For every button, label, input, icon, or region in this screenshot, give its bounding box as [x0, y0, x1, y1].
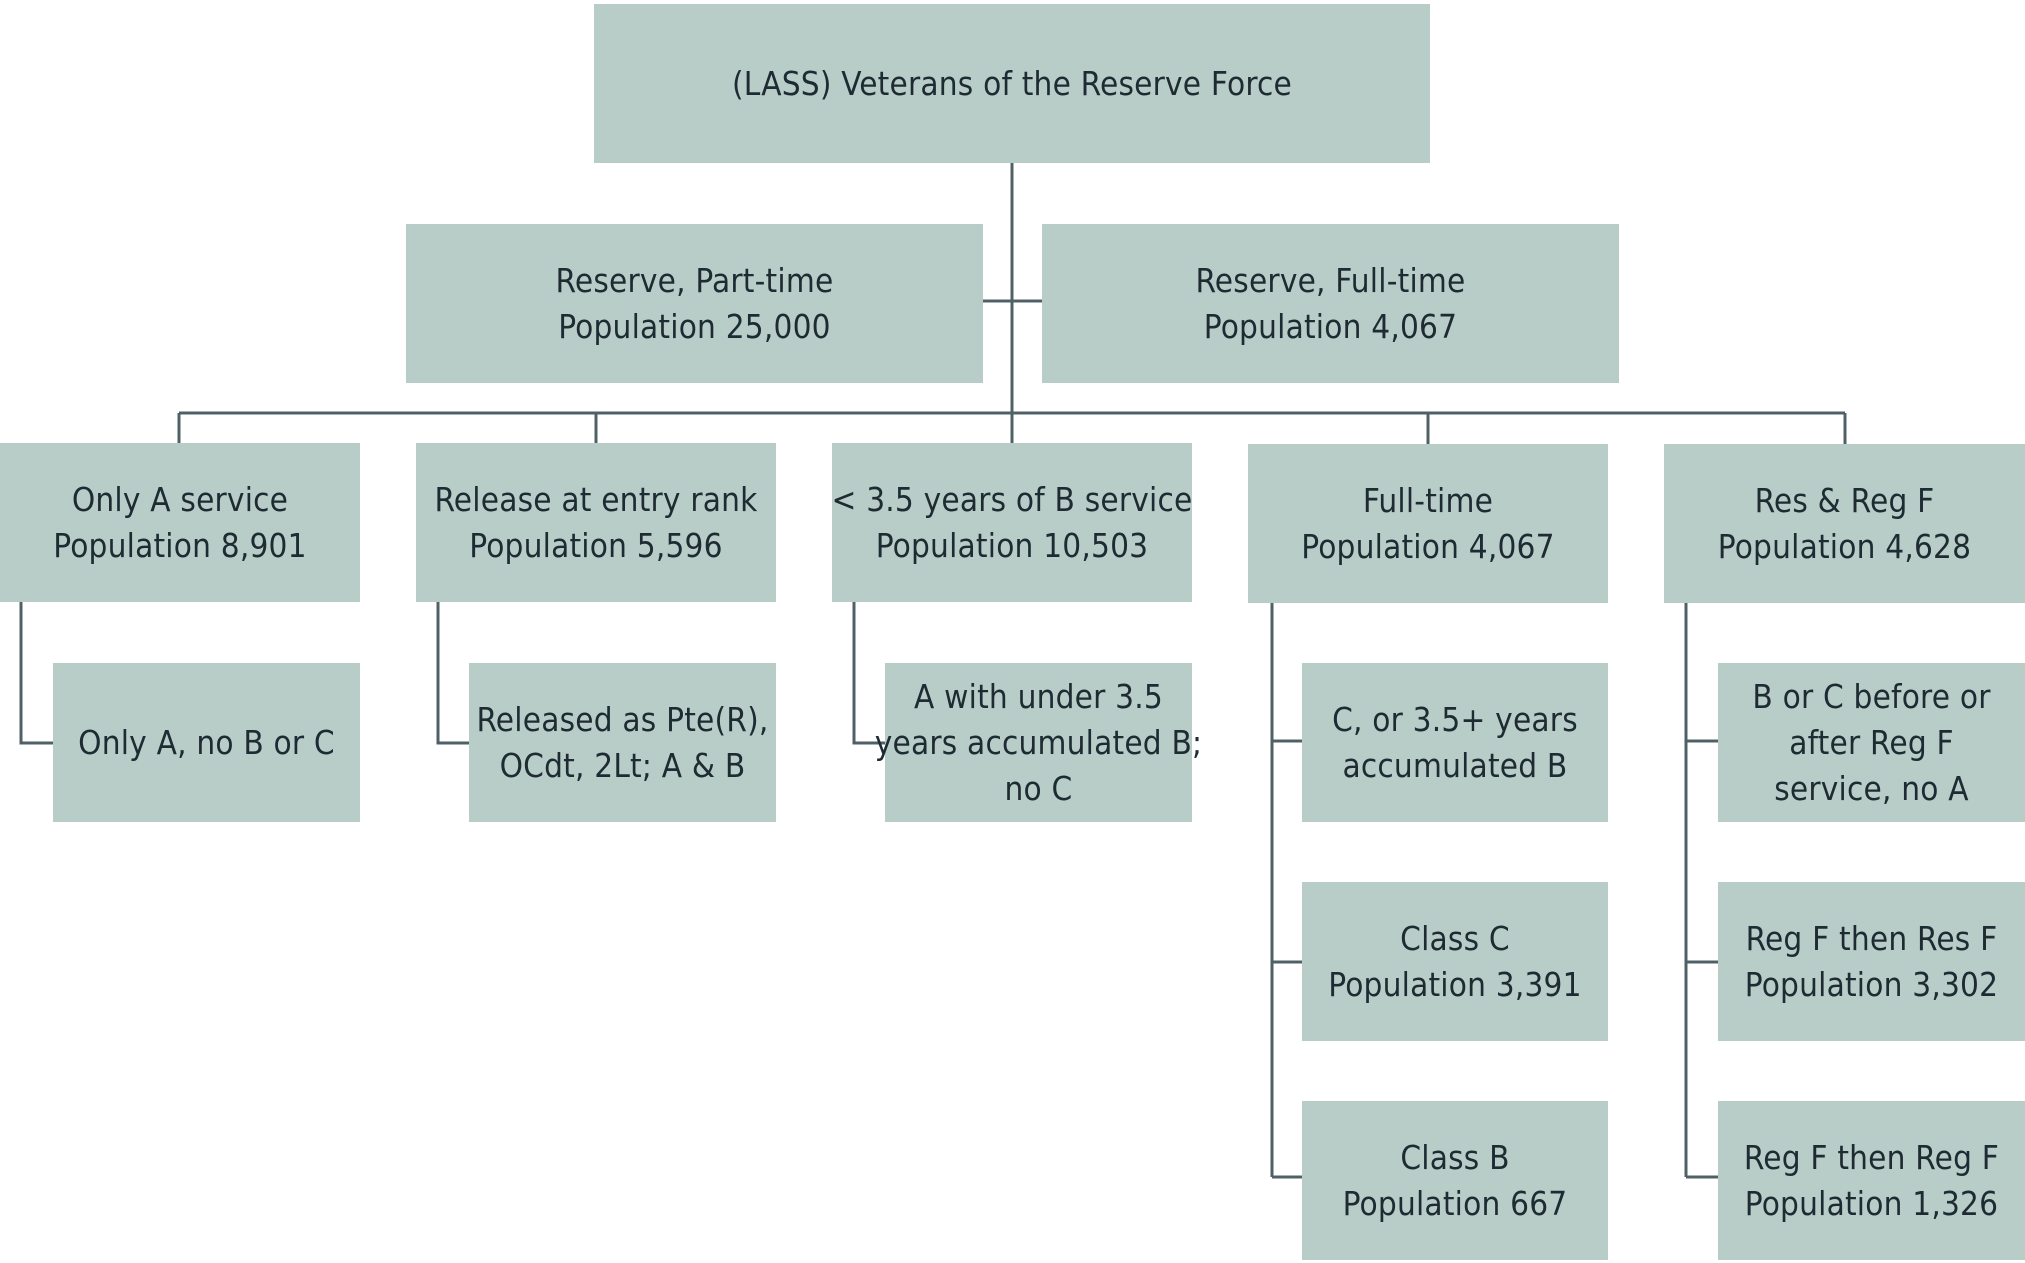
node-full-time-top-line1: Reserve, Full-time — [1195, 260, 1466, 300]
node-only-a-no-b-or-c: Only A, no B or C — [53, 663, 360, 822]
node-reg-f-then-reg-f: Reg F then Reg F Population 1,326 — [1718, 1101, 2025, 1260]
node-released-as-pte: Released as Pte(R), OCdt, 2Lt; A & B — [469, 663, 776, 822]
node-full-time: Full-time Population 4,067 — [1248, 444, 1608, 603]
node-only-a-line1: Only A service — [71, 479, 289, 519]
node-under-35-line2: Population 10,503 — [875, 525, 1149, 565]
node-a-under-3-5: A with under 3.5 years accumulated B; no… — [875, 663, 1202, 822]
node-res-reg-line1: Res & Reg F — [1754, 480, 1935, 520]
node-res-reg-line2: Population 4,628 — [1717, 526, 1972, 566]
node-rr-child2-line2: Population 3,302 — [1744, 964, 1999, 1004]
node-entry-rank-child-line2: OCdt, 2Lt; A & B — [499, 745, 746, 785]
node-reserve-part-time: Reserve, Part-time Population 25,000 — [406, 224, 983, 383]
node-entry-rank-line1: Release at entry rank — [434, 479, 758, 519]
connector-under-35-child — [852, 592, 894, 745]
node-part-time-line1: Reserve, Part-time — [555, 260, 834, 300]
node-release-entry-rank: Release at entry rank Population 5,596 — [416, 443, 776, 602]
node-part-time-line2: Population 25,000 — [558, 306, 831, 346]
node-full-time-top-line2: Population 4,067 — [1203, 306, 1458, 346]
node-b-or-c-before-after: B or C before or after Reg F service, no… — [1718, 663, 2025, 822]
node-ft-child3-line1: Class B — [1400, 1137, 1510, 1177]
node-rr-child3-line1: Reg F then Reg F — [1743, 1137, 2000, 1177]
node-under-3-5-years-b: < 3.5 years of B service Population 10,5… — [831, 443, 1193, 602]
node-only-a-child-line1: Only A, no B or C — [78, 722, 335, 762]
node-rr-child1-line3: service, no A — [1774, 768, 1969, 808]
node-full-time-line1: Full-time — [1362, 480, 1494, 520]
node-reg-f-then-res-f: Reg F then Res F Population 3,302 — [1718, 882, 2025, 1041]
node-ft-child2-line2: Population 3,391 — [1328, 964, 1582, 1004]
node-ft-child3-line2: Population 667 — [1342, 1183, 1568, 1223]
node-only-a-line2: Population 8,901 — [53, 525, 307, 565]
node-ft-child1-line1: C, or 3.5+ years — [1332, 699, 1578, 739]
node-class-c: Class C Population 3,391 — [1302, 882, 1608, 1041]
node-rr-child2-line1: Reg F then Res F — [1745, 918, 1998, 958]
node-under-35-child-line1: A with under 3.5 — [914, 676, 1163, 716]
node-ft-child1-line2: accumulated B — [1342, 745, 1568, 785]
node-only-a-service: Only A service Population 8,901 — [0, 443, 360, 602]
node-res-reg-f: Res & Reg F Population 4,628 — [1664, 444, 2025, 603]
node-rr-child3-line2: Population 1,326 — [1744, 1183, 1999, 1223]
node-under-35-child-line2: years accumulated B; — [874, 722, 1203, 762]
node-entry-rank-child-line1: Released as Pte(R), — [476, 699, 769, 739]
node-full-time-line2: Population 4,067 — [1301, 526, 1555, 566]
node-entry-rank-line2: Population 5,596 — [469, 525, 723, 565]
node-under-35-line1: < 3.5 years of B service — [831, 479, 1193, 519]
node-rr-child1-line2: after Reg F — [1789, 722, 1954, 762]
node-rr-child1-line1: B or C before or — [1752, 676, 1991, 716]
node-root: (LASS) Veterans of the Reserve Force — [594, 4, 1430, 163]
connector-only-a-child — [19, 592, 62, 745]
node-c-or-3-5-years: C, or 3.5+ years accumulated B — [1302, 663, 1608, 822]
node-class-b: Class B Population 667 — [1302, 1101, 1608, 1260]
node-root-line1: (LASS) Veterans of the Reserve Force — [731, 63, 1293, 103]
node-under-35-child-line3: no C — [1004, 768, 1073, 808]
node-ft-child2-line1: Class C — [1400, 918, 1510, 958]
node-reserve-full-time: Reserve, Full-time Population 4,067 — [1042, 224, 1619, 383]
connector-entry-rank-child — [436, 592, 478, 745]
